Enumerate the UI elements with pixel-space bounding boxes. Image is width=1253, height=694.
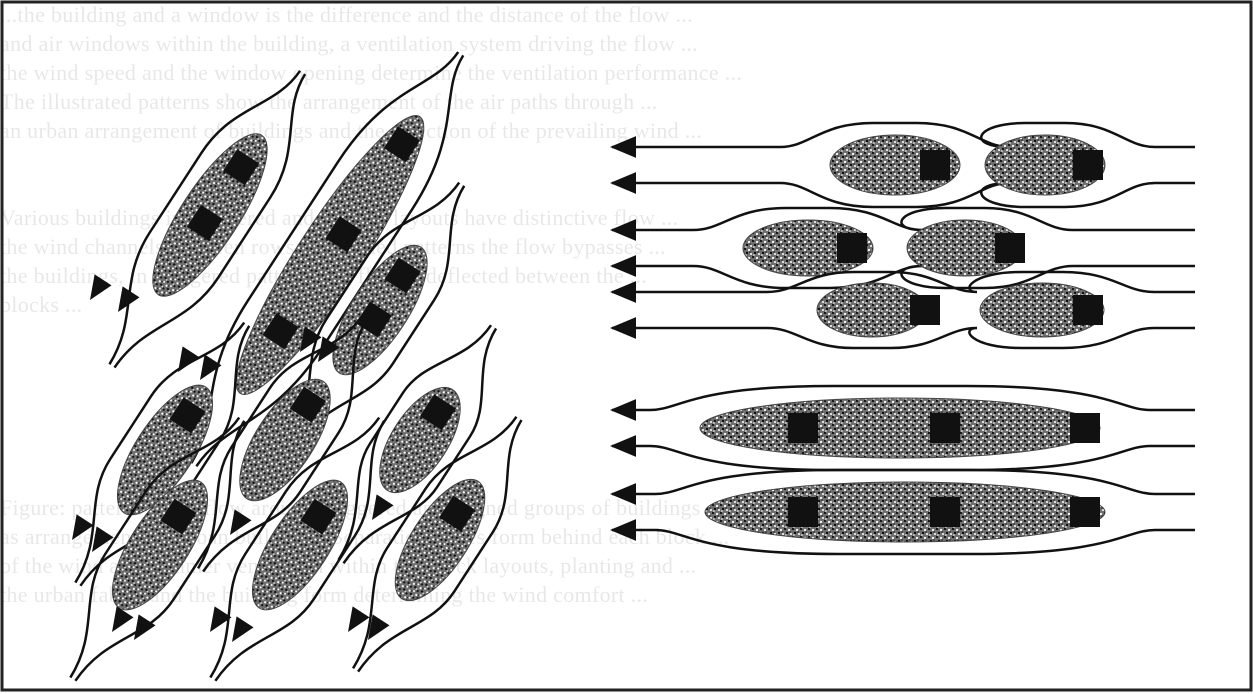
building-row — [610, 208, 1195, 288]
square-building-icon — [788, 497, 818, 527]
arrow-left-icon — [90, 274, 112, 300]
arrow-left-icon — [610, 255, 636, 277]
arrow-left-icon — [610, 172, 636, 194]
arrow-left-icon — [134, 614, 156, 640]
square-building-icon — [788, 413, 818, 443]
arrow-left-icon — [112, 606, 134, 632]
square-building-icon — [1073, 150, 1103, 180]
arrow-left-icon — [610, 483, 636, 505]
wake-zone — [700, 398, 1100, 458]
arrow-left-icon — [72, 514, 94, 540]
arrow-left-icon — [348, 606, 370, 632]
arrow-left-icon — [610, 399, 636, 421]
arrow-left-icon — [200, 354, 222, 380]
square-building-icon — [910, 295, 940, 325]
arrow-left-icon — [610, 435, 636, 457]
arrow-left-icon — [372, 494, 394, 520]
square-building-icon — [1070, 413, 1100, 443]
wake-zone — [705, 482, 1105, 542]
square-building-icon — [930, 497, 960, 527]
square-building-icon — [1073, 295, 1103, 325]
square-building-icon — [930, 413, 960, 443]
arrow-left-icon — [610, 317, 636, 339]
aligned-layout-panel — [610, 123, 1195, 554]
building-row — [610, 123, 1195, 207]
airflow-streamline — [612, 266, 1195, 288]
airflow-streamline — [612, 208, 1195, 230]
building-row — [610, 470, 1195, 554]
square-building-icon — [837, 233, 867, 263]
building-row — [610, 386, 1195, 470]
arrow-left-icon — [610, 519, 636, 541]
arrow-left-icon — [232, 616, 254, 642]
square-building-icon — [995, 233, 1025, 263]
arrow-left-icon — [610, 219, 636, 241]
square-building-icon — [1070, 497, 1100, 527]
building-row — [610, 272, 1195, 348]
arrow-left-icon — [610, 136, 636, 158]
arrow-left-icon — [178, 346, 200, 372]
square-building-icon — [920, 150, 950, 180]
arrow-left-icon — [610, 281, 636, 303]
staggered-layout-panel — [38, 30, 552, 694]
